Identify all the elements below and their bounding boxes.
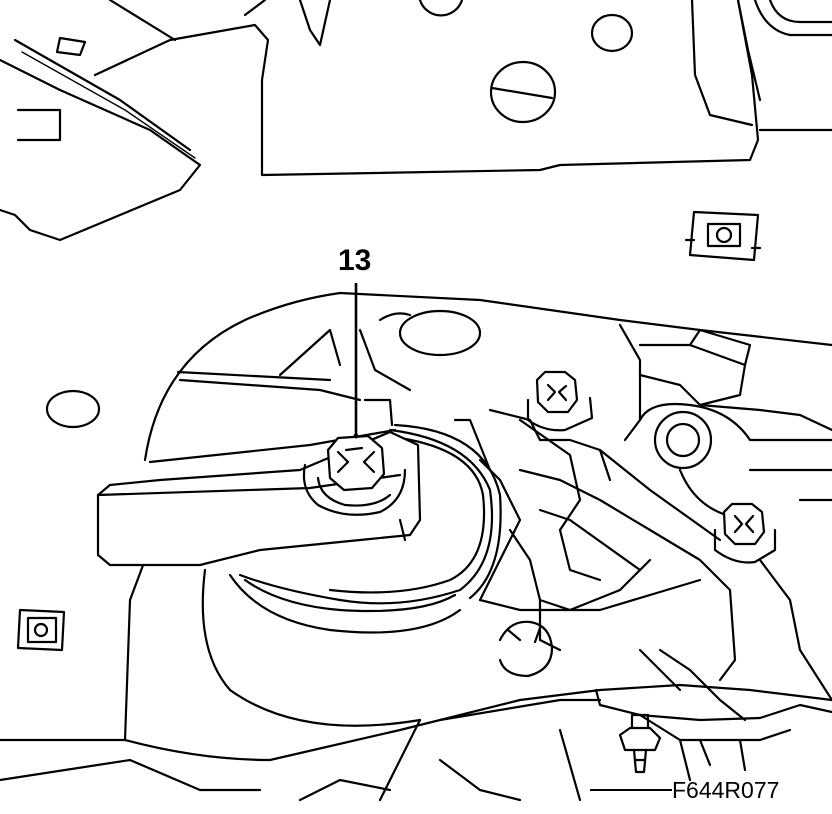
stud-bolt xyxy=(618,713,662,774)
figure-code: F644R077 xyxy=(672,777,779,803)
bushing-ring xyxy=(238,423,502,605)
small-clip-left xyxy=(16,608,66,652)
lower-structure xyxy=(0,498,832,802)
callout-number-13: 13 xyxy=(338,244,371,277)
bracket-bolt-top xyxy=(526,370,594,432)
small-clip-top xyxy=(684,210,762,262)
callout-leader xyxy=(353,283,359,439)
main-bolt xyxy=(302,434,407,516)
mount-body xyxy=(123,291,832,762)
upper-left-bracket xyxy=(0,0,202,242)
ribbed-bracket xyxy=(453,408,737,682)
left-oval-hole xyxy=(45,389,101,429)
upper-center-plate xyxy=(93,0,832,177)
bracket-bolt-right xyxy=(713,502,777,564)
